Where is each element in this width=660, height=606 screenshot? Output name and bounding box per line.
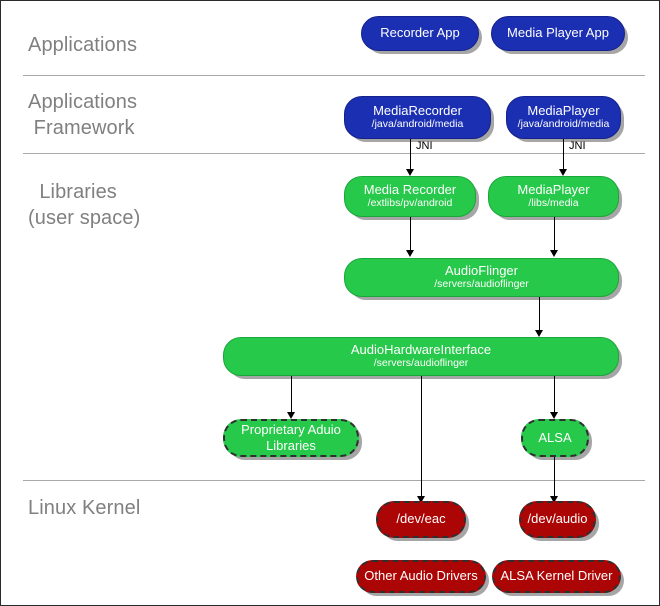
layer-label-applications: Applications bbox=[28, 34, 138, 56]
divider-applications-framework bbox=[23, 153, 645, 154]
connector-audiohardware-to-dev-eac bbox=[421, 376, 422, 498]
node-title: ALSA bbox=[538, 429, 572, 445]
layer-label-libraries: Libraries (user space) bbox=[28, 181, 141, 229]
edge-label-jni-right: JNI bbox=[569, 140, 586, 152]
arrowhead-audioflinger-to-audiohardware bbox=[535, 330, 543, 337]
node-subtitle: /servers/audioflinger bbox=[373, 357, 469, 370]
node-proprietary-audio-libraries[interactable]: Proprietary Aduio Libraries bbox=[223, 419, 359, 457]
divider-linux-kernel bbox=[23, 480, 645, 481]
node-title: /dev/eac bbox=[396, 511, 446, 527]
node-title: MediaPlayer bbox=[527, 102, 600, 118]
layer-label-linux-kernel: Linux Kernel bbox=[28, 497, 141, 519]
node-title: Media Recorder bbox=[363, 181, 457, 197]
node-media-recorder-lib[interactable]: Media Recorder /extlibs/pv/android bbox=[344, 176, 476, 217]
connector-audiohardware-to-alsa bbox=[554, 376, 555, 413]
node-mediaplayer-framework[interactable]: MediaPlayer /java/android/media bbox=[506, 96, 621, 139]
edge-label-jni-left: JNI bbox=[416, 140, 433, 152]
connector-mediarecorder-jni bbox=[410, 139, 411, 171]
connector-mediaplayer-to-audioflinger bbox=[554, 217, 555, 251]
node-subtitle: Libraries bbox=[266, 437, 316, 453]
node-mediaplayer-lib[interactable]: MediaPlayer /libs/media bbox=[488, 176, 619, 217]
node-dev-audio[interactable]: /dev/audio bbox=[519, 501, 596, 538]
node-alsa-kernel-driver[interactable]: ALSA Kernel Driver bbox=[492, 560, 621, 593]
arrowhead-audiohardware-to-alsa bbox=[550, 412, 558, 419]
node-subtitle: /libs/media bbox=[528, 197, 579, 210]
node-dev-eac[interactable]: /dev/eac bbox=[376, 501, 466, 538]
node-title: Proprietary Aduio bbox=[241, 421, 341, 437]
node-subtitle: /java/android/media bbox=[517, 118, 610, 131]
node-audioflinger[interactable]: AudioFlinger /servers/audioflinger bbox=[344, 258, 619, 297]
node-subtitle: /servers/audioflinger bbox=[434, 278, 529, 291]
node-title: MediaPlayer bbox=[517, 181, 590, 197]
arrowhead-mediaplayer-jni bbox=[559, 169, 567, 176]
node-media-player-app[interactable]: Media Player App bbox=[491, 16, 625, 51]
node-title: Other Audio Drivers bbox=[364, 568, 478, 584]
arrowhead-alsa-to-dev-audio bbox=[550, 496, 558, 503]
arrowhead-mediaplayer-to-audioflinger bbox=[550, 250, 558, 257]
node-subtitle: /extlibs/pv/android bbox=[367, 197, 453, 210]
node-title: Media Player App bbox=[507, 25, 609, 41]
node-other-audio-drivers[interactable]: Other Audio Drivers bbox=[356, 560, 486, 593]
connector-audioflinger-to-audiohardware bbox=[539, 297, 540, 331]
connector-mediaplayer-jni bbox=[563, 139, 564, 171]
node-title: ALSA Kernel Driver bbox=[500, 568, 613, 584]
node-title: MediaRecorder bbox=[373, 102, 462, 118]
node-recorder-app[interactable]: Recorder App bbox=[361, 16, 479, 51]
connector-audiohardware-to-proprietary bbox=[291, 376, 292, 413]
connector-mediarecorder-to-audioflinger bbox=[410, 217, 411, 251]
node-audiohardwareinterface[interactable]: AudioHardwareInterface /servers/audiofli… bbox=[223, 337, 619, 376]
node-title: /dev/audio bbox=[527, 511, 588, 527]
arrowhead-mediarecorder-to-audioflinger bbox=[406, 250, 414, 257]
connector-alsa-to-dev-audio bbox=[554, 457, 555, 498]
layer-label-applications-framework: Applications Framework bbox=[28, 91, 138, 139]
node-title: AudioFlinger bbox=[445, 262, 518, 278]
node-alsa[interactable]: ALSA bbox=[521, 419, 589, 457]
divider-applications bbox=[23, 75, 645, 76]
arrowhead-audiohardware-to-proprietary bbox=[287, 412, 295, 419]
arrowhead-mediarecorder-jni bbox=[406, 169, 414, 176]
node-subtitle: /java/android/media bbox=[371, 118, 464, 131]
node-title: AudioHardwareInterface bbox=[350, 341, 492, 357]
node-mediarecorder-framework[interactable]: MediaRecorder /java/android/media bbox=[344, 96, 491, 139]
node-title: Recorder App bbox=[380, 25, 460, 41]
arrowhead-audiohardware-to-dev-eac bbox=[417, 496, 425, 503]
